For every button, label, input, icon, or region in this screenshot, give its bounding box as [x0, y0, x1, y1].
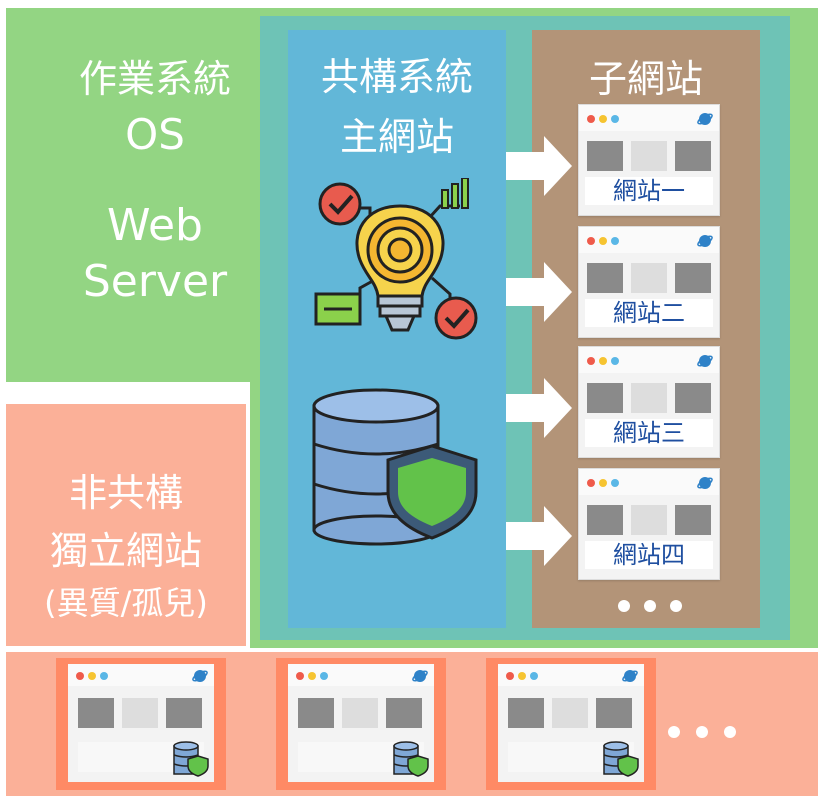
sub-site-label: 網站四 [585, 541, 713, 569]
ellipsis-dot [644, 600, 656, 612]
ellipsis-dot [618, 600, 630, 612]
sub-site-label: 網站三 [585, 419, 713, 447]
globe-icon [412, 670, 428, 682]
independent-subtitle: 獨立網站 [49, 529, 202, 573]
globe-icon [622, 670, 638, 682]
ellipsis-dot [670, 600, 682, 612]
independent-sites-box [6, 404, 246, 646]
arrow-right-icon [506, 378, 572, 438]
sub-site-label: 網站二 [585, 299, 713, 327]
sub-site-card: 網站三 [578, 346, 720, 458]
globe-icon [192, 670, 208, 682]
main-title: 共構系統 [320, 55, 473, 99]
globe-icon [697, 235, 713, 247]
independent-site-card [56, 658, 226, 790]
sub-site-label: 網站一 [585, 177, 713, 205]
globe-icon [697, 477, 713, 489]
independent-site-card [486, 658, 656, 790]
ellipsis-dot [696, 726, 708, 738]
os-title: 作業系統 [78, 57, 231, 101]
os-label: OS [125, 110, 185, 159]
sub-sites-title: 子網站 [588, 57, 703, 101]
database-shield-icon [393, 741, 429, 777]
sub-site-card: 網站四 [578, 468, 720, 580]
main-subtitle: 主網站 [339, 115, 454, 159]
independent-title: 非共構 [68, 471, 183, 515]
database-shield-icon [603, 741, 639, 777]
independent-site-card [276, 658, 446, 790]
web-label: Web [107, 200, 203, 251]
arrow-right-icon [506, 506, 572, 566]
globe-icon [697, 355, 713, 367]
ellipsis-dot [668, 726, 680, 738]
lightbulb-gear-icon [314, 178, 478, 340]
globe-icon [697, 113, 713, 125]
database-shield-icon [173, 741, 209, 777]
database-shield-icon [312, 388, 478, 546]
arrow-right-icon [506, 262, 572, 322]
sub-site-card: 網站一 [578, 104, 720, 216]
sub-site-card: 網站二 [578, 226, 720, 338]
server-label: Server [82, 256, 228, 307]
independent-note: (異質/孤兒) [44, 584, 208, 622]
arrow-right-icon [506, 136, 572, 196]
ellipsis-dot [724, 726, 736, 738]
